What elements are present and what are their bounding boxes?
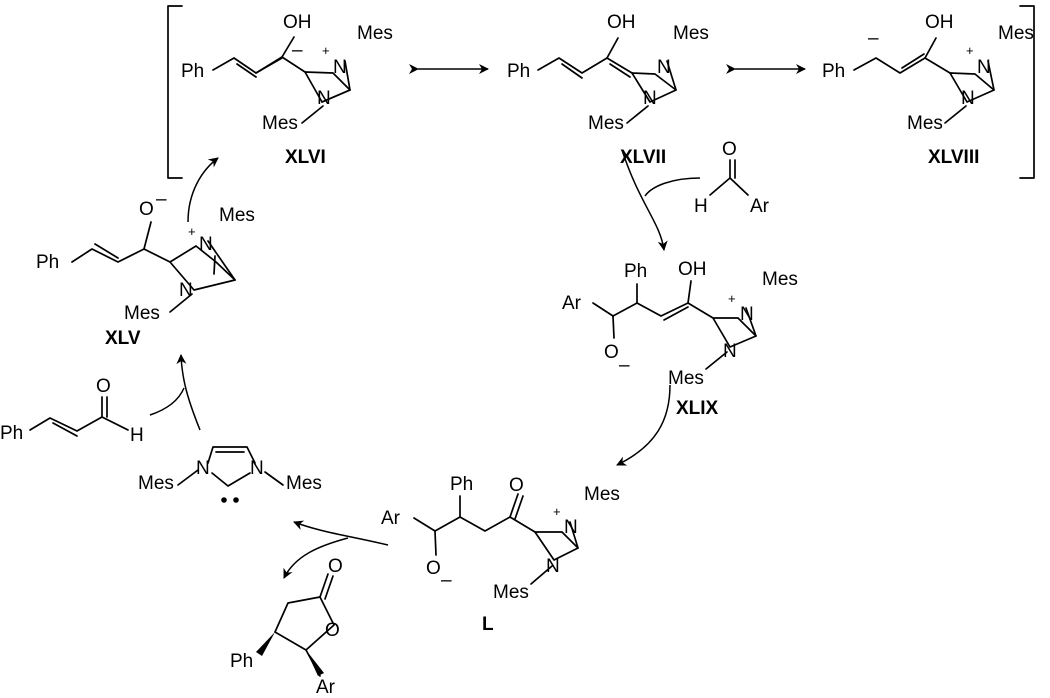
lactone-wedge-bond-ph	[256, 632, 275, 656]
xlvi-id-label: XLVI	[285, 147, 326, 168]
aldehyde-ar-label: Ar	[750, 196, 770, 217]
xlviii-id-label: XLVIII	[928, 147, 979, 168]
xlix-id-label: XLIX	[676, 398, 719, 419]
cinnamaldehyde-h-label: H	[130, 425, 144, 446]
xlviii-mes2-label: Mes	[907, 113, 943, 134]
xlix-n1-label: N	[740, 304, 754, 325]
arrow-xlix-to-l	[616, 384, 671, 466]
xlv-mes1-label: Mes	[219, 205, 255, 226]
xlix-mes2-label: Mes	[668, 368, 704, 389]
arrow-xlvii-to-xlix	[621, 149, 668, 251]
xlix-oh-label: OH	[678, 259, 707, 280]
aldehyde-o-label: O	[722, 139, 737, 160]
compound-xlv: Ph O – N + Mes N Mes XLV	[36, 189, 255, 349]
xlv-o-label: O	[139, 199, 154, 220]
xlv-id-label: XLV	[105, 328, 141, 349]
arrow-xlv-to-xlvi	[187, 157, 219, 223]
xlvi-mes1-label: Mes	[357, 23, 393, 44]
xlviii-oh-label: OH	[925, 12, 954, 33]
xlv-ph-label: Ph	[36, 252, 59, 273]
lactone-wedge-bond-ar	[306, 650, 324, 676]
xlviii-plus: +	[966, 43, 974, 58]
arrow-nhc-to-xlv	[176, 354, 201, 431]
xlvii-n1-label: N	[657, 57, 671, 78]
l-mes1-label: Mes	[584, 484, 620, 505]
xlv-n1-label: N	[199, 234, 213, 255]
xlv-plus: +	[188, 224, 196, 239]
resonance-bracket-right	[1019, 5, 1035, 179]
cinnamaldehyde-ph-label: Ph	[0, 423, 23, 444]
nhc-n1-label: N	[196, 458, 210, 479]
xlix-mes1-label: Mes	[762, 269, 798, 290]
l-id-label: L	[482, 614, 494, 635]
xlvii-n2-label: N	[643, 88, 657, 109]
aldehyde-h-label: H	[694, 196, 708, 217]
xlviii-mes1-label: Mes	[998, 23, 1034, 44]
xlix-o-label: O	[604, 342, 619, 363]
lactone-ar-label: Ar	[316, 677, 336, 698]
arrow-l-to-lactone	[283, 537, 349, 579]
xlviii-n2-label: N	[961, 88, 975, 109]
compound-xlviii: Ph – OH N + Mes N Mes XLVIII	[822, 12, 1034, 168]
l-mes2-label: Mes	[493, 582, 529, 603]
l-ar-label: Ar	[381, 508, 401, 529]
xlvii-mes2-label: Mes	[588, 113, 624, 134]
nhc-carbene: N N Mes Mes	[138, 446, 322, 503]
l-n1-label: N	[564, 517, 578, 538]
lactone-product: O O Ph Ar	[230, 556, 343, 698]
aryl-aldehyde: O H Ar	[694, 139, 770, 217]
compound-l: Ar Ph O O – N + Mes N Mes L	[381, 474, 620, 635]
cinnamaldehyde: Ph O H	[0, 376, 144, 446]
xlix-n2-label: N	[723, 341, 737, 362]
l-o-label: O	[509, 475, 524, 496]
compound-xlvi: Ph OH – N + Mes N Mes XLVI	[181, 12, 393, 168]
nhc-mes2-label: Mes	[286, 473, 322, 494]
l-ph-label: Ph	[450, 474, 473, 495]
xlvii-mes1-label: Mes	[673, 23, 709, 44]
xlvi-mes2-label: Mes	[262, 113, 298, 134]
xlv-minus: –	[156, 189, 167, 210]
nhc-mes1-label: Mes	[138, 473, 174, 494]
resonance-bracket-left	[167, 5, 183, 179]
xlviii-n1-label: N	[977, 57, 991, 78]
arrow-l-to-nhc	[293, 520, 389, 546]
compound-xlix: Ar Ph OH O – N + Mes N Mes XLIX	[562, 259, 798, 419]
lactone-carbonyl-o-label: O	[328, 556, 343, 577]
lactone-ring-o-label: O	[325, 620, 340, 641]
xlvi-plus: +	[322, 43, 330, 58]
xlvii-id-label: XLVII	[620, 147, 666, 168]
xlix-ar-label: Ar	[562, 293, 582, 314]
l-o-minus-label: O	[426, 558, 441, 579]
xlix-ph-label: Ph	[624, 261, 647, 282]
l-n2-label: N	[546, 556, 560, 577]
xlviii-ph-label: Ph	[822, 61, 845, 82]
arrow-aldehyde-addition	[644, 177, 701, 197]
carbene-lone-pair-dot-2	[233, 497, 239, 503]
compound-xlvii: Ph OH N Mes N Mes XLVII	[507, 12, 709, 168]
xlvi-ph-label: Ph	[181, 61, 204, 82]
xlv-n2-label: N	[179, 280, 193, 301]
nhc-n2-label: N	[250, 458, 264, 479]
xlvii-ph-label: Ph	[507, 61, 530, 82]
xlvi-oh-label: OH	[283, 12, 312, 33]
l-minus: –	[441, 570, 452, 591]
xlv-mes2-label: Mes	[124, 303, 160, 324]
xlix-minus: –	[619, 355, 630, 376]
xlvii-oh-label: OH	[607, 12, 636, 33]
carbene-lone-pair-dot-1	[221, 497, 227, 503]
l-plus: +	[553, 504, 561, 519]
lactone-ph-label: Ph	[230, 651, 253, 672]
xlvi-minus: –	[292, 40, 303, 61]
xlviii-minus: –	[868, 28, 879, 49]
xlvi-n1-label: N	[333, 57, 347, 78]
xlvi-n2-label: N	[317, 88, 331, 109]
xlix-plus: +	[728, 291, 736, 306]
arrow-aldehyde-join	[149, 387, 185, 416]
cinnamaldehyde-o-label: O	[96, 376, 111, 397]
